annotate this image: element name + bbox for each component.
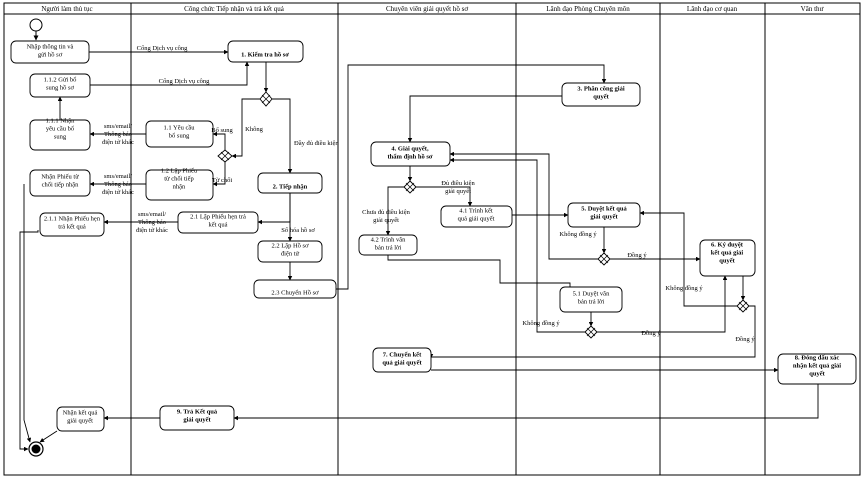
edge-labels: Cổng Dịch vụ công Cổng Dịch vụ công Khôn… xyxy=(137,45,756,343)
label-dong-y-2: Đồng ý xyxy=(641,330,661,337)
label-dong-y-3: Đồng ý xyxy=(735,336,755,343)
lane-title-agency-leader: Lãnh đạo cơ quan xyxy=(687,5,738,13)
lane-titles: Người làm thủ tục Công chức Tiếp nhận và… xyxy=(41,5,823,13)
box-42 xyxy=(358,234,418,256)
label-khong-dong-y-1: Không đồng ý xyxy=(559,231,597,238)
box-7 xyxy=(372,347,432,373)
box-4 xyxy=(370,141,451,167)
box-9 xyxy=(159,405,235,431)
node-n-23: 2.3 Chuyển Hồ sơ xyxy=(271,290,319,297)
label-khong-dong-y-3: Không đồng ý xyxy=(522,320,560,327)
connectors xyxy=(19,49,819,452)
label-dong-y-1: Đồng ý xyxy=(627,252,647,259)
box-51 xyxy=(559,286,623,313)
box-6 xyxy=(699,239,756,277)
label-day-du: Đầy đủ điều kiện xyxy=(294,140,339,147)
label-cong-1: Cổng Dịch vụ công xyxy=(137,45,188,52)
end-node-inner xyxy=(31,444,41,454)
lane-title-specialist: Chuyên viên giải quyết hồ sơ xyxy=(386,5,468,13)
box-reject-receipt xyxy=(29,169,91,197)
box-211 xyxy=(39,212,105,237)
box-11 xyxy=(145,120,214,148)
box-22 xyxy=(257,240,323,263)
box-receive-result xyxy=(56,406,105,432)
swimlane-frame xyxy=(3,2,861,476)
box-5 xyxy=(567,202,641,228)
box-111 xyxy=(29,119,91,151)
node-boxes xyxy=(10,40,857,432)
box-2 xyxy=(257,172,323,194)
box-41 xyxy=(440,205,513,228)
lane-title-dept-leader: Lãnh đạo Phòng Chuyên môn xyxy=(546,5,630,13)
label-khong: Không xyxy=(245,126,263,133)
label-so-hoa: Số hóa hồ sơ xyxy=(281,227,315,234)
box-1 xyxy=(227,40,304,63)
box-12 xyxy=(145,169,214,201)
lane-title-clerk: Văn thư xyxy=(801,5,824,13)
lane-title-applicant: Người làm thủ tục xyxy=(41,5,92,13)
box-3 xyxy=(561,82,641,107)
box-23 xyxy=(253,279,337,299)
node-n-1: 1. Kiểm tra hồ sơ xyxy=(241,52,289,59)
node-n-4: 4. Giải quyết,thẩm định hồ sơ xyxy=(388,146,433,161)
start-node xyxy=(29,18,43,32)
box-112 xyxy=(29,73,91,98)
lane-title-reception: Công chức Tiếp nhận và trả kết quả xyxy=(184,5,285,13)
label-khong-dong-y-2: Không đồng ý xyxy=(665,285,703,292)
label-tu-choi: Từ chối xyxy=(212,177,233,184)
label-bo-sung: Bổ sung xyxy=(211,127,233,134)
label-cong-2: Cổng Dịch vụ công xyxy=(159,78,210,85)
box-21 xyxy=(177,211,259,234)
box-input xyxy=(10,40,90,64)
box-8 xyxy=(777,353,857,385)
node-n-2: 2. Tiếp nhận xyxy=(273,184,308,191)
